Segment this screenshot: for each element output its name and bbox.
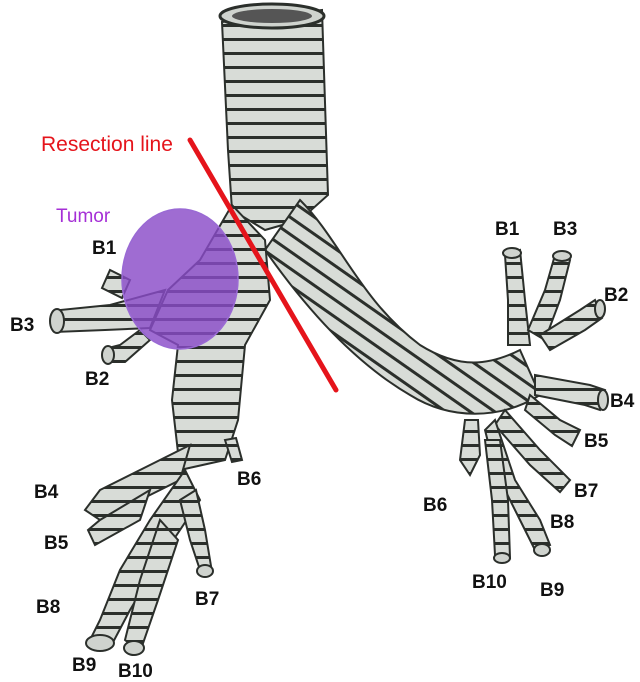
right-b9-label: B9 [72,656,96,675]
right-b2-label: B2 [85,370,109,389]
right-lower-branches [85,438,242,655]
right-b7-label: B7 [195,590,219,609]
right-b8-label: B8 [36,598,60,617]
left-b3-label: B3 [553,220,577,239]
right-b1-label: B1 [92,239,116,258]
left-b10-label: B10 [472,573,507,592]
resection-line-label: Resection line [41,134,173,155]
left-b1-label: B1 [495,220,519,239]
trachea [220,4,328,230]
right-b10-label: B10 [118,662,153,681]
left-b7-label: B7 [574,482,598,501]
left-b2-label: B2 [604,286,628,305]
left-b6-label: B6 [423,496,447,515]
right-b5-label: B5 [44,534,68,553]
left-b5-label: B5 [584,432,608,451]
left-b8-label: B8 [550,513,574,532]
right-b4-label: B4 [34,483,58,502]
left-b4-label: B4 [610,392,634,411]
tumor-region [122,209,238,349]
tumor-label: Tumor [56,207,110,226]
right-b6-label: B6 [237,470,261,489]
left-b9-label: B9 [540,581,564,600]
right-b3-label: B3 [10,316,34,335]
